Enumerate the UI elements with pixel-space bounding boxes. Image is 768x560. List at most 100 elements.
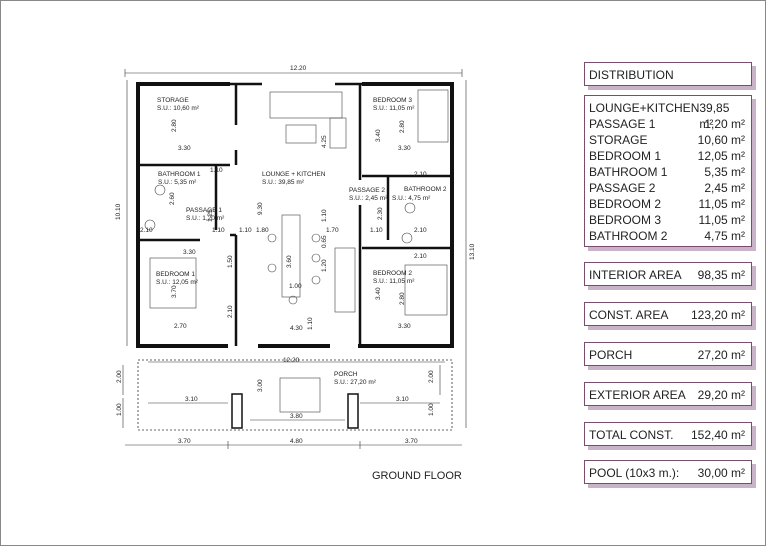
dim-bottom-a: 3.70 — [178, 438, 191, 445]
dim-porch-left: 3.10 — [185, 396, 198, 403]
room-porch-su: S.U.: 27,20 m² — [334, 379, 377, 386]
dim-lounge-h: 9.30 — [257, 202, 264, 215]
dim-lounge-e: 1.10 — [321, 209, 328, 222]
room-porch-name: PORCH — [334, 371, 358, 378]
row-value: 1,20 m² — [704, 117, 745, 131]
dim-lounge-island: 4.25 — [321, 135, 328, 148]
room-bed2-name: BEDROOM 2 — [373, 270, 412, 277]
dim-lounge-c: 1.20 — [321, 259, 328, 272]
room-bath1-name: BATHROOM 1 — [158, 171, 201, 178]
room-passage2-su: S.U.: 2,45 m² — [349, 195, 388, 202]
dim-porch-depth-right: 2.00 — [428, 370, 435, 383]
dim-porch-depth-left: 2.00 — [116, 370, 123, 383]
plan-title: GROUND FLOOR — [372, 470, 462, 482]
interior-area-value: 98,35 m² — [697, 268, 745, 282]
room-storage-su: S.U.: 10,60 m² — [157, 105, 200, 112]
row-value: 2,45 m² — [704, 181, 745, 195]
total-const-value: 152,40 m² — [690, 428, 745, 442]
row-value: 4,75 m² — [704, 229, 745, 243]
total-const-box: TOTAL CONST.152,40 m² — [584, 422, 752, 446]
dim-pass2-b: 1.10 — [370, 227, 383, 234]
dim-bed2-h: 3.40 — [375, 287, 382, 300]
exterior-area-box: EXTERIOR AREA 29,20 m² — [584, 382, 752, 406]
room-bath1-su: S.U.: 5,35 m² — [158, 179, 197, 186]
row-label: BEDROOM 1 — [589, 149, 662, 163]
dim-porch-step-left: 1.00 — [116, 403, 123, 416]
dim-bath1-side: 1.10 — [212, 227, 225, 234]
pool-area-label: POOL (10x3 m.): — [589, 466, 680, 480]
room-passage1-su: S.U.: 1,20 m² — [186, 215, 225, 222]
room-lounge-su: S.U.: 39,85 m² — [262, 179, 305, 186]
row-value: 39,85 m² — [699, 101, 730, 131]
dim-bed1-w: 2.70 — [174, 323, 187, 330]
dim-porch-width: 12.20 — [283, 357, 300, 364]
dim-bed3-side: 2.80 — [399, 120, 406, 133]
dim-bath2-w: 2.10 — [414, 171, 427, 178]
dim-bottom-c: 3.70 — [405, 438, 418, 445]
dim-bath2-c: 2.10 — [414, 253, 427, 260]
room-bath2-su: S.U.: 4,75 m² — [392, 195, 431, 202]
list-item: BEDROOM 3 11,05 m² — [589, 212, 745, 228]
room-storage-name: STORAGE — [157, 97, 189, 104]
pool-area-value: 30,00 m² — [697, 466, 745, 480]
room-bed3-su: S.U.: 11,05 m² — [373, 105, 415, 112]
porch-area-label: PORCH — [589, 348, 633, 362]
dim-bed1-b: 2.10 — [227, 305, 234, 318]
porch-area-box: PORCH 27,20 m² — [584, 342, 752, 366]
floor-plan: 12.20 10.10 13.10 3.70 4.80 3.70 12.20 3… — [115, 65, 476, 482]
row-label: LOUNGE+KITCHEN — [589, 101, 700, 115]
dim-bed1-h: 3.70 — [171, 285, 178, 298]
dim-top-total: 12.20 — [290, 65, 307, 72]
dim-passage1-h: 1.25 — [207, 209, 214, 222]
dim-bath1-door: 1.10 — [210, 167, 223, 174]
dim-bed2-w: 3.30 — [398, 323, 411, 330]
row-value: 12,05 m² — [697, 149, 745, 163]
dim-right-total: 13.10 — [469, 243, 476, 260]
room-bath2-name: BATHROOM 2 — [404, 186, 447, 193]
dim-bath1-h: 2.60 — [169, 192, 176, 205]
room-bed1-su: S.U.: 12,05 m² — [156, 279, 199, 286]
dim-porch-center: 3.80 — [290, 413, 303, 420]
exterior-area-value: 29,20 m² — [697, 388, 745, 402]
dim-left-total: 10.10 — [115, 203, 122, 220]
room-bed3-name: BEDROOM 3 — [373, 97, 412, 104]
dim-lounge-d: 0.65 — [321, 235, 328, 248]
room-bed1-name: BEDROOM 1 — [156, 271, 195, 278]
dim-lounge-f: 1.70 — [326, 227, 339, 234]
room-passage2-name: PASSAGE 2 — [349, 187, 385, 194]
const-area-label: CONST. AREA — [589, 308, 669, 322]
dim-pass2-h: 2.30 — [377, 207, 384, 220]
porch-area-value: 27,20 m² — [697, 348, 745, 362]
dim-lounge-a: 3.60 — [286, 255, 293, 268]
list-item: BATHROOM 2 4,75 m² — [589, 228, 745, 244]
room-passage1-name: PASSAGE 1 — [186, 207, 222, 214]
row-value: 11,05 m² — [698, 197, 745, 211]
dim-bed1-top: 3.30 — [183, 249, 196, 256]
dim-bath2-h: 2.10 — [414, 227, 427, 234]
dim-lounge-b: 1.00 — [289, 283, 302, 290]
room-lounge-name: LOUNGE + KITCHEN — [262, 171, 326, 178]
row-label: BEDROOM 3 — [589, 213, 662, 227]
distribution-header: DISTRIBUTION — [584, 62, 752, 86]
dim-bottom-b: 4.80 — [290, 438, 303, 445]
dim-lounge-g: 1.10 — [307, 317, 314, 330]
row-value: 5,35 m² — [704, 165, 745, 179]
dim-storage-w: 3.30 — [178, 145, 191, 152]
row-value: 10,60 m² — [697, 133, 745, 147]
exterior-area-label: EXTERIOR AREA — [589, 388, 686, 402]
row-value: 11,05 m² — [698, 213, 745, 227]
row-label: PASSAGE 1 — [589, 117, 656, 131]
drawing-frame — [0, 0, 766, 546]
dim-passage1-w: 1.10 — [239, 227, 252, 234]
list-item: BEDROOM 1 12,05 m² — [589, 148, 745, 164]
dim-porch-table: 3.00 — [257, 379, 264, 392]
row-label: BATHROOM 2 — [589, 229, 668, 243]
dim-bed2-side: 2.80 — [399, 292, 406, 305]
